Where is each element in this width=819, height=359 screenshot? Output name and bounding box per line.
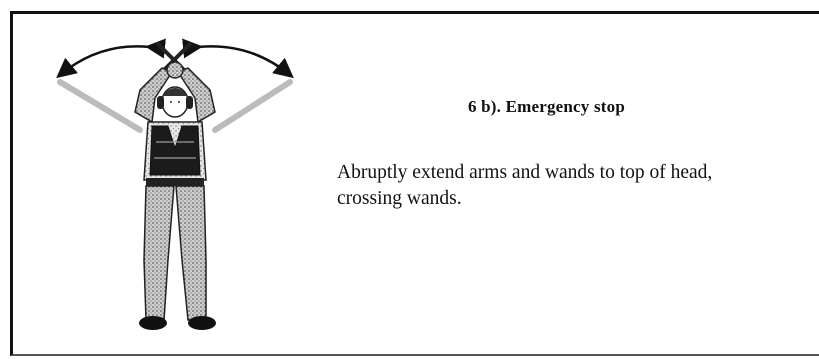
signal-title: 6 b). Emergency stop bbox=[468, 97, 625, 116]
signal-card-frame bbox=[10, 11, 819, 356]
left-boot-icon bbox=[139, 316, 167, 330]
wand-motion-rays-icon bbox=[57, 79, 293, 133]
head-icon bbox=[157, 86, 193, 118]
signal-description: Abruptly extend arms and wands to top of… bbox=[337, 160, 817, 212]
belt-icon bbox=[146, 178, 204, 186]
left-leg-icon bbox=[143, 185, 175, 321]
safety-vest-icon bbox=[149, 125, 201, 176]
right-leg-icon bbox=[175, 185, 207, 321]
left-curved-arrow-icon bbox=[56, 38, 166, 79]
right-boot-icon bbox=[188, 316, 216, 330]
right-curved-arrow-icon bbox=[182, 38, 294, 79]
description-line-2: crossing wands. bbox=[337, 188, 462, 209]
marshaller-figure-illustration bbox=[56, 38, 294, 330]
description-line-1: Abruptly extend arms and wands to top of… bbox=[337, 162, 713, 183]
